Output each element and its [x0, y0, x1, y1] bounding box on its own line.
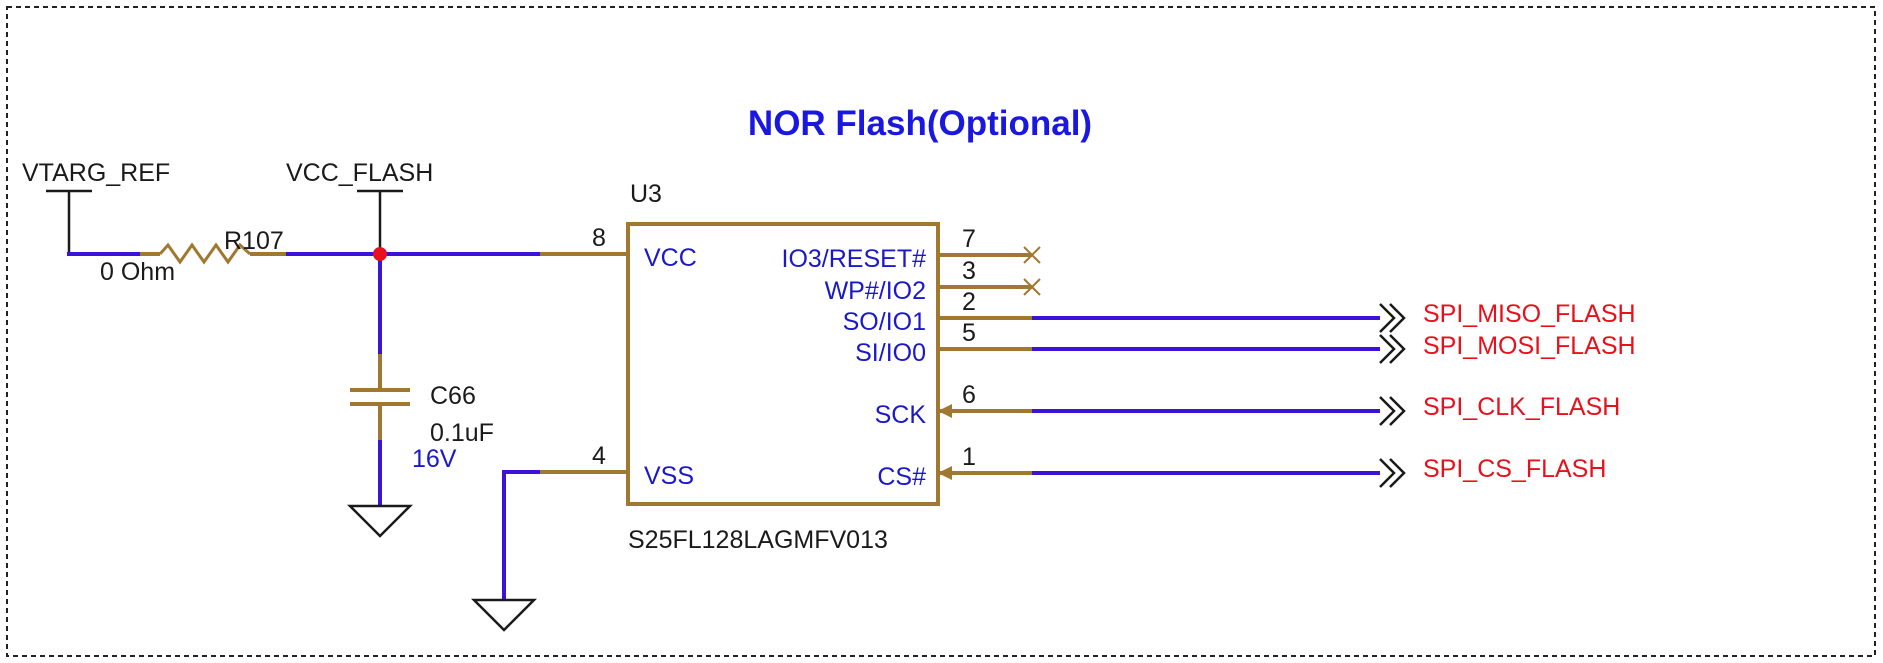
schematic-title: NOR Flash(Optional): [748, 104, 1092, 143]
pin-vcc-num: 8: [592, 224, 606, 252]
resistor-value: 0 Ohm: [100, 258, 175, 286]
vcc-flash-label: VCC_FLASH: [286, 159, 433, 187]
pin-sck-num: 6: [962, 381, 976, 409]
capacitor-c66: C66 0.1uF 16V: [350, 354, 494, 505]
vtarg-ref-power-symbol: VTARG_REF: [22, 159, 170, 252]
pin-si-num: 5: [962, 319, 976, 347]
net-label-spi-cs: SPI_CS_FLASH: [1423, 455, 1606, 483]
resistor-r107: R107 0 Ohm: [67, 227, 286, 286]
pin-wp-num: 3: [962, 257, 976, 285]
ic-ref: U3: [630, 180, 662, 208]
ic-u3: U3 S25FL128LAGMFV013 8 VCC 4 VSS IO3/RES…: [540, 180, 1032, 554]
capacitor-value: 0.1uF: [430, 419, 494, 447]
pin-cs-name: CS#: [877, 463, 926, 491]
pin-cs-input-arrow: [938, 466, 952, 480]
pin-vss-num: 4: [592, 442, 606, 470]
resistor-ref: R107: [224, 227, 284, 255]
pin-wp-name: WP#/IO2: [825, 277, 926, 305]
off-sheet-connector-mosi: [1379, 334, 1406, 364]
no-connect-wp: [1023, 278, 1041, 296]
pin-so-num: 2: [962, 288, 976, 316]
vss-ground-wire: [502, 470, 540, 600]
pin-so-name: SO/IO1: [843, 308, 926, 336]
pin-si-name: SI/IO0: [855, 339, 926, 367]
capacitor-voltage: 16V: [412, 445, 457, 473]
net-label-spi-clk: SPI_CLK_FLASH: [1423, 393, 1620, 421]
pin-sck-name: SCK: [875, 401, 927, 429]
net-label-spi-mosi: SPI_MOSI_FLASH: [1423, 332, 1636, 360]
off-sheet-connector-cs: [1379, 458, 1406, 488]
net-label-spi-miso: SPI_MISO_FLASH: [1423, 300, 1636, 328]
pin-vss-name: VSS: [644, 462, 694, 490]
no-connect-io3: [1023, 246, 1041, 264]
pin-sck-input-arrow: [938, 404, 952, 418]
off-sheet-connector-clk: [1379, 396, 1406, 426]
vcc-flash-power-symbol: VCC_FLASH: [286, 159, 433, 252]
pin-io3-name: IO3/RESET#: [782, 245, 927, 273]
ic-part-number: S25FL128LAGMFV013: [628, 526, 888, 554]
pin-io3-num: 7: [962, 225, 976, 253]
pin-cs-num: 1: [962, 443, 976, 471]
ground-symbol-vss: [470, 598, 538, 632]
pin-vcc-name: VCC: [644, 244, 697, 272]
junction-dot: [373, 247, 387, 261]
sheet-border: [6, 6, 1876, 657]
ic-body: [626, 222, 940, 506]
vtarg-ref-label: VTARG_REF: [22, 159, 170, 187]
ground-symbol-c66: [346, 504, 414, 538]
capacitor-ref: C66: [430, 382, 476, 410]
off-sheet-connector-miso: [1379, 303, 1406, 333]
